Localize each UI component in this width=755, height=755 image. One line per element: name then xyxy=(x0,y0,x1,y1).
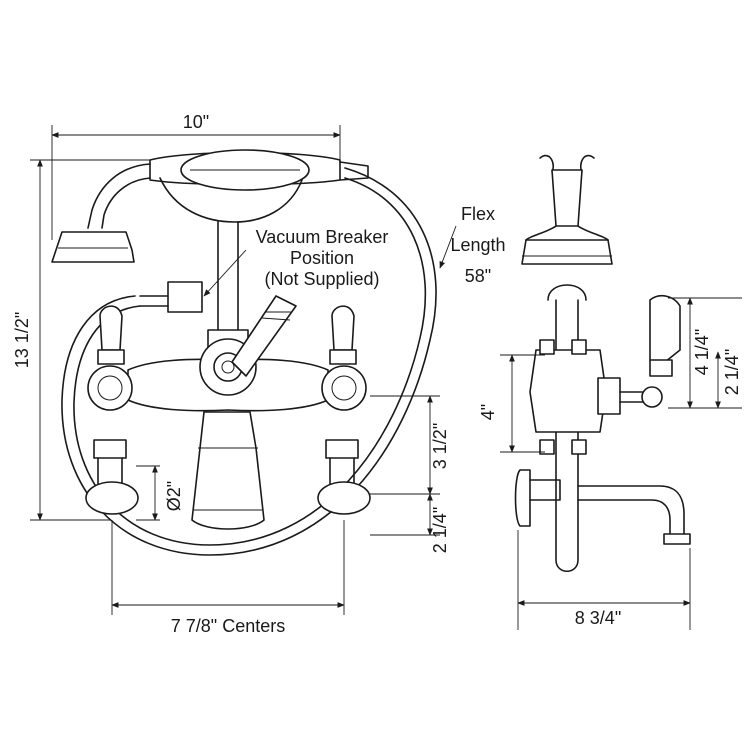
flex-line3: 58" xyxy=(465,266,491,286)
diameter-label: Ø2" xyxy=(164,481,184,511)
vacuum-breaker-callout: Vacuum Breaker Position (Not Supplied) xyxy=(203,227,389,297)
faucet-body xyxy=(127,295,329,530)
spout-height-label: 3 1/2" xyxy=(430,423,450,469)
dim-centers: 7 7/8" Centers xyxy=(111,520,345,636)
vacuum-breaker-line3: (Not Supplied) xyxy=(264,269,379,289)
dim-height: 13 1/2" xyxy=(12,159,150,521)
right-handle xyxy=(317,305,371,515)
centers-label: 7 7/8" Centers xyxy=(171,616,285,636)
handshower xyxy=(51,149,369,349)
flex-line2: Length xyxy=(450,235,505,255)
vacuum-breaker-line1: Vacuum Breaker xyxy=(256,227,389,247)
inlet-offset-label: 2 1/4" xyxy=(430,507,450,553)
dim-width: 10" xyxy=(51,112,341,240)
flex-hose xyxy=(61,167,437,556)
dim-inlet-offset: 2 1/4" xyxy=(370,493,450,553)
height-label: 13 1/2" xyxy=(12,312,32,368)
dim-spout-height: 3 1/2" xyxy=(370,395,450,495)
dim-body-height: 4" xyxy=(478,354,545,453)
dim-handle-offset: 2 1/4" xyxy=(715,349,742,409)
flex-line1: Flex xyxy=(461,204,495,224)
dim-handle-height: 4 1/4" xyxy=(668,297,742,409)
depth-label: 8 3/4" xyxy=(575,608,621,628)
dim-diameter: Ø2" xyxy=(136,465,184,521)
left-handle xyxy=(85,305,139,515)
width-label: 10" xyxy=(183,112,209,132)
front-view: 10" 13 1/2" 7 7/8" Centers Ø2" xyxy=(12,112,506,636)
body-height-label: 4" xyxy=(478,404,498,420)
flex-callout: Flex Length 58" xyxy=(439,204,506,286)
vacuum-breaker-line2: Position xyxy=(290,248,354,268)
side-view: 8 3/4" 4" 4 1/4" 2 1/4" xyxy=(478,154,742,630)
handle-offset-label: 2 1/4" xyxy=(722,349,742,395)
handle-height-label: 4 1/4" xyxy=(692,329,712,375)
dim-depth: 8 3/4" xyxy=(517,530,691,630)
